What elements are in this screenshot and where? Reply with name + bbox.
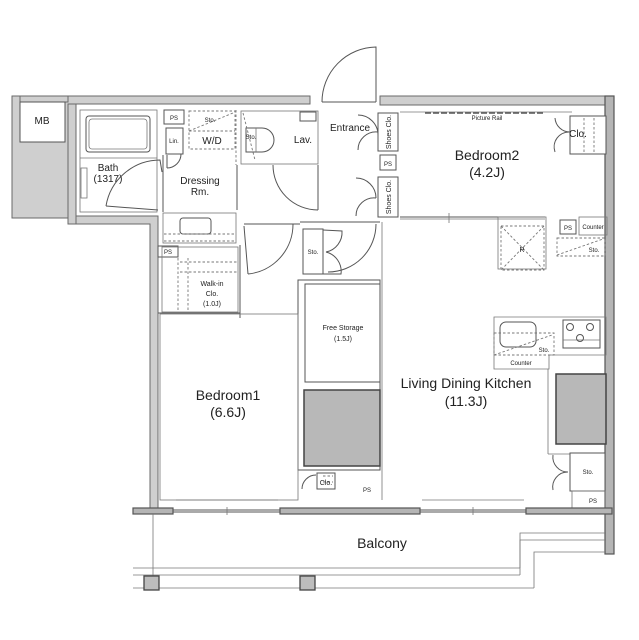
ps-bottom-center-label: PS (363, 488, 371, 494)
sto-top-label: Sto. (589, 248, 600, 254)
bedroom1-size: (6.6J) (210, 404, 246, 420)
wd-label: W/D (202, 136, 221, 147)
right-storage: Sto. PS (552, 452, 606, 510)
kitchen-ps-label: PS (564, 226, 572, 232)
dressing-room: Dressing Rm. (162, 155, 238, 244)
balcony: Balcony (133, 514, 606, 591)
dressing-label2: Rm. (191, 187, 209, 198)
lav-label: Lav. (294, 135, 312, 146)
structural-shaft-right (555, 373, 607, 445)
lin-label: Lin. (169, 139, 179, 145)
picture-rail-label: Picture Rail (472, 116, 503, 122)
entrance: Entrance Shoes Clo. PS Shoes Clo. (300, 46, 399, 273)
shoes-clo-bottom-label: Shoes Clo. (386, 180, 393, 214)
walkin-label: Walk-in (200, 281, 223, 288)
bedroom2-size: (4.2J) (469, 164, 505, 180)
bath-size: (1317) (94, 174, 123, 185)
counter-top-label: Counter (582, 225, 603, 231)
mb-label: MB (35, 116, 50, 127)
walkin-ps-label: PS (164, 250, 172, 256)
small-closet: Clo. PS (301, 472, 371, 494)
free-storage-label: Free Storage (323, 325, 364, 332)
shoes-clo-top-label: Shoes Clo. (386, 115, 393, 149)
balcony-column-left (143, 575, 160, 591)
balcony-wall (132, 499, 613, 515)
lav-sto-label: Sto. (246, 135, 257, 141)
walk-in-closet: PS Walk-in Clo. (1.0J) (157, 245, 241, 318)
free-storage: Free Storage (1.5J) (297, 279, 381, 471)
bedroom2-label: Bedroom2 (455, 147, 520, 163)
free-storage-size: (1.5J) (334, 336, 352, 343)
clo-small-label: Clo. (320, 480, 333, 487)
ps-bottom-right-label: PS (589, 499, 597, 505)
ps-entrance-label: PS (384, 162, 392, 168)
bedroom1: Bedroom1 (6.6J) (159, 313, 299, 501)
sto-center-label: Sto. (308, 250, 319, 256)
ldk-size: (11.3J) (445, 393, 488, 409)
center-storage: Sto. (302, 228, 343, 275)
balcony-column-center (299, 575, 316, 591)
sto-sink-label: Sto. (539, 348, 550, 354)
structural-shaft-center (303, 389, 381, 467)
mb-room: MB (19, 101, 66, 143)
lavatory: Sto. Lav. (240, 110, 319, 211)
bedroom2: Picture Rail Bedroom2 (4.2J) Clo. (400, 111, 607, 223)
bedroom1-door (243, 223, 300, 275)
balcony-label: Balcony (357, 535, 407, 551)
ldk-label: Living Dining Kitchen (401, 375, 532, 391)
living-dining-kitchen: Living Dining Kitchen (11.3J) (381, 222, 532, 500)
fridge-label: R (519, 247, 524, 254)
bath-label: Bath (98, 163, 119, 174)
dressing-label: Dressing (180, 176, 219, 187)
ps-top-label: PS (170, 116, 178, 122)
laundry-area: PS Lin. Sto. W/D (163, 109, 237, 169)
counter-bottom-label: Counter (510, 361, 531, 367)
kitchen: R PS Counter Sto. Sto. Counter (493, 216, 608, 455)
bath-room: Bath (1317) (79, 109, 163, 213)
entrance-label: Entrance (330, 123, 370, 134)
wd-sto-label: Sto. (205, 118, 216, 124)
walkin-size: (1.0J) (203, 301, 221, 308)
bedroom1-label: Bedroom1 (196, 387, 261, 403)
walkin-label2: Clo. (206, 291, 219, 298)
sto-right-label: Sto. (583, 470, 594, 476)
bedroom2-clo-label: Clo. (569, 129, 587, 140)
